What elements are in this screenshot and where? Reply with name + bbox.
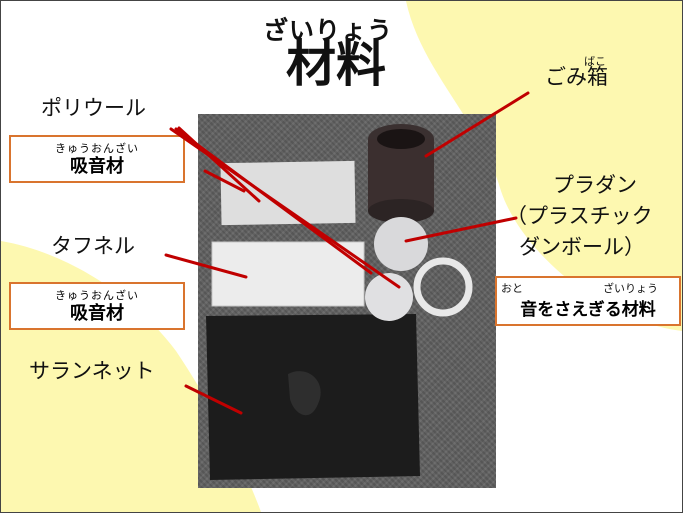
- trash-can-ruby: ばこ: [584, 55, 606, 68]
- label-trash-can: ごみ箱: [545, 65, 608, 89]
- yellow-shape-top-right: [406, 1, 682, 331]
- blocker-box-text: 音をさえぎる材料: [520, 300, 656, 320]
- polywool-sheet: [220, 160, 356, 226]
- label-taffnel: タフネル: [51, 234, 135, 258]
- page-title: 材料: [286, 35, 386, 93]
- label-saran-net: サランネット: [29, 359, 155, 383]
- puradan-ring: [413, 257, 473, 317]
- pointer-saran-net: [184, 384, 243, 415]
- label-puradan: プラダン: [553, 173, 637, 197]
- puradan-disc: [374, 217, 428, 271]
- puradan-disc-lower: [365, 273, 413, 321]
- pointer-puradan: [404, 216, 518, 243]
- blocker-box: おと ざいりょう 音をさえぎる材料: [495, 276, 681, 326]
- label-puradan-line3: ダンボール）: [519, 235, 645, 259]
- absorber-box-1-ruby: きゅうおんざい: [55, 142, 139, 155]
- absorber-box-2-text: 吸音材: [70, 303, 124, 324]
- label-polywool: ポリウール: [41, 96, 146, 120]
- title-ruby: ざいりょう: [263, 16, 394, 45]
- absorber-box-1-text: 吸音材: [70, 156, 124, 177]
- blocker-box-ruby-2: ざいりょう: [603, 282, 658, 295]
- blocker-box-ruby-1: おと: [501, 282, 523, 295]
- absorber-box-2-ruby: きゅうおんざい: [55, 289, 139, 302]
- pointer-polywool-3: [177, 126, 261, 203]
- absorber-box-2: きゅうおんざい 吸音材: [9, 282, 185, 330]
- pointer-polywool-4: [203, 169, 246, 193]
- absorber-box-1: きゅうおんざい 吸音材: [9, 135, 185, 183]
- label-puradan-line2: （プラスチック: [506, 204, 653, 228]
- pointer-taffnel: [164, 253, 248, 279]
- pointer-trash-can: [424, 91, 530, 158]
